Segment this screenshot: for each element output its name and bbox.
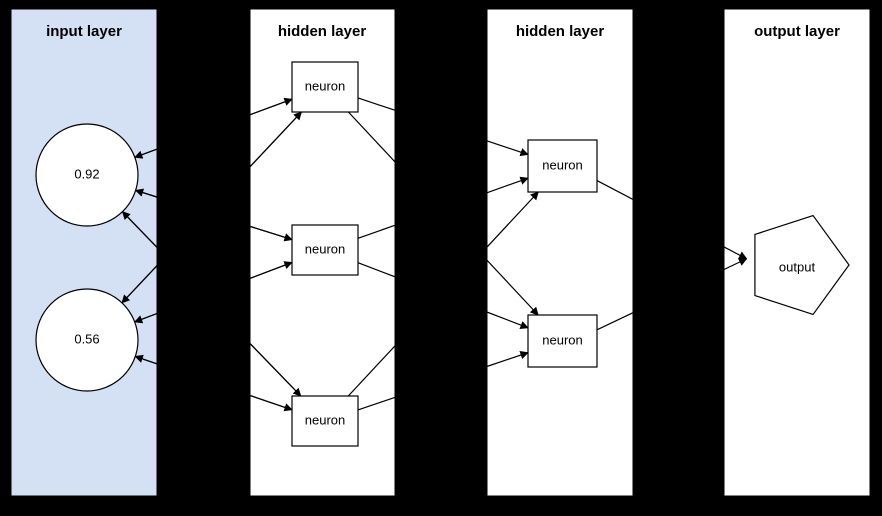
- connection-edge: [250, 97, 293, 116]
- node-label-input-node-2: 0.56: [74, 331, 99, 346]
- node-output-node[interactable]: [726, 194, 860, 329]
- layer-titles-group: input layer hidden layer hidden layer outpu…: [46, 23, 840, 40]
- connection-edge: [487, 311, 529, 329]
- node-hidden2-neuron-1[interactable]: [527, 139, 598, 193]
- connection-edge: [250, 394, 293, 412]
- connection-edge: [250, 342, 302, 397]
- layer-title-input-layer: input layer: [46, 23, 122, 40]
- node-input-node-1[interactable]: [35, 123, 139, 227]
- connection-edge: [487, 176, 529, 194]
- connection-edge: [250, 261, 293, 280]
- node-hidden2-neuron-2[interactable]: [527, 314, 598, 368]
- connections-group: [121, 97, 748, 412]
- connection-edge: [347, 344, 395, 397]
- layer-box-hidden-layer-2: [486, 8, 634, 497]
- connection-edge: [487, 259, 539, 316]
- node-label-input-node-1: 0.92: [74, 166, 99, 181]
- node-hidden1-neuron-3[interactable]: [291, 395, 359, 447]
- node-label-hidden1-neuron-3: neuron: [305, 412, 345, 427]
- node-label-hidden1-neuron-1: neuron: [305, 78, 345, 93]
- connection-edge: [487, 351, 529, 368]
- connection-edge: [347, 111, 395, 163]
- node-hidden1-neuron-1[interactable]: [291, 61, 359, 113]
- node-label-hidden2-neuron-1: neuron: [542, 157, 582, 172]
- connection-edge: [250, 225, 293, 242]
- node-label-hidden1-neuron-2: neuron: [305, 241, 345, 256]
- layer-title-hidden-layer-2: hidden layer: [516, 23, 605, 40]
- connection-edge: [250, 111, 303, 168]
- connection-edge: [487, 191, 539, 248]
- node-label-output-node: output: [779, 259, 816, 274]
- connection-edge: [357, 262, 395, 278]
- layer-boxes-group: [10, 8, 871, 497]
- connection-edge: [357, 396, 395, 411]
- node-label-hidden2-neuron-2: neuron: [542, 332, 582, 347]
- node-input-node-2[interactable]: [35, 288, 139, 392]
- nodes-group: 0.92 0.56 neuron neuron neuron neuron neuron ou…: [35, 61, 860, 447]
- layer-box-input-layer: [10, 8, 158, 497]
- connection-edge: [596, 180, 633, 201]
- connection-edge: [487, 140, 529, 157]
- node-hidden1-neuron-2[interactable]: [291, 224, 359, 276]
- connection-edge: [357, 224, 395, 239]
- connection-edge: [122, 211, 157, 249]
- layer-title-hidden-layer-1: hidden layer: [278, 23, 367, 40]
- connection-edge: [121, 264, 157, 304]
- connection-edge: [596, 312, 633, 331]
- layer-title-output-layer: output layer: [754, 23, 840, 40]
- connection-edge: [357, 97, 395, 111]
